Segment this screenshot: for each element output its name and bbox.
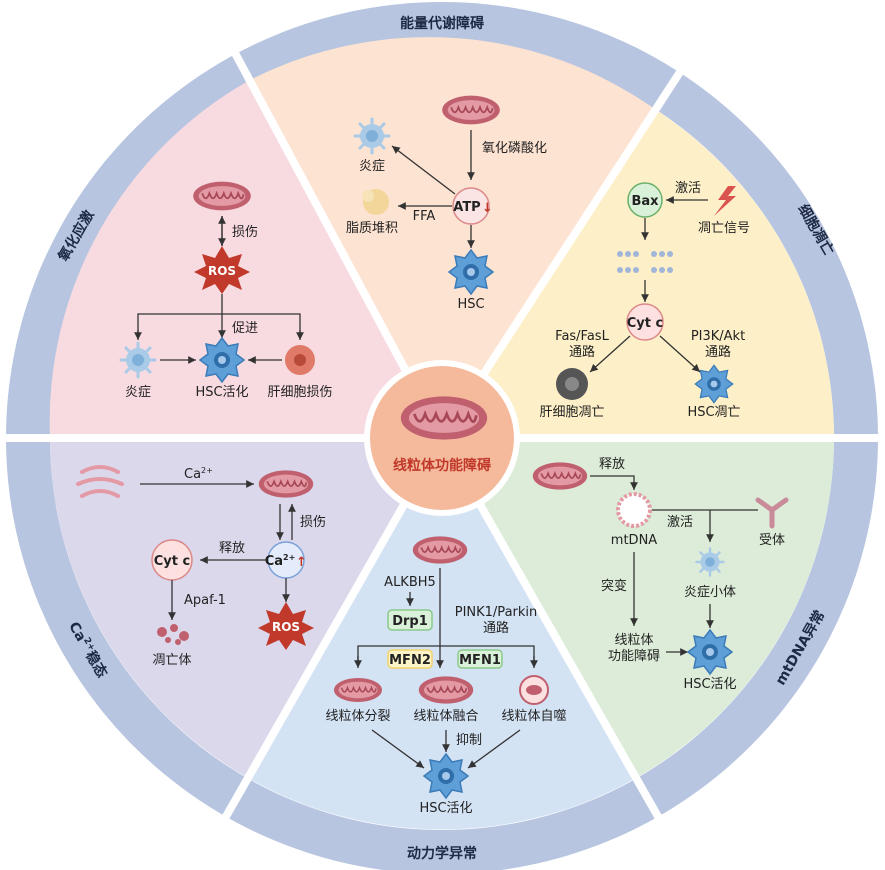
label-ffa: FFA [413, 209, 436, 224]
hsc-icon [694, 364, 734, 404]
hsc-icon [687, 629, 733, 675]
drp1-box [387, 609, 433, 631]
label-atp: ATP [453, 200, 480, 215]
sector-energy [250, 37, 656, 438]
receptor-icon [755, 497, 789, 529]
hsc-icon [423, 753, 469, 799]
label-ca-node: Ca2+ [265, 553, 296, 569]
mtdna-icon [616, 492, 652, 528]
mito-fission-icon [333, 677, 383, 703]
label-damage: 损伤 [300, 515, 326, 530]
membrane-icon [617, 251, 673, 273]
label-pink-1: PINK1/Parkin [455, 605, 538, 620]
label-receptor: 受体 [759, 533, 785, 548]
label-hep-damage: 肝细胞损伤 [267, 385, 332, 400]
cytc-node [626, 303, 664, 341]
label-fission: 线粒体分裂 [325, 709, 390, 724]
center-mito-icon [399, 395, 489, 441]
sector-mtdna [442, 438, 834, 778]
inflammation-icon [353, 117, 391, 155]
label-damage: 损伤 [232, 225, 258, 240]
apoptosis-panel: Bax 激活 凋亡信号 Cyt c Fas/FasL 通路 PI3K/Akt 通… [539, 181, 750, 420]
mito-icon [441, 94, 501, 126]
energy-panel: 氧化磷酸化 ATP ↓ 炎症 脂质堆积 FFA HSC [346, 94, 547, 312]
label-release: 释放 [219, 541, 245, 556]
mtdna-panel: 释放 mtDNA 激活 受体 炎症小体 突变 线粒体 功能障碍 HSC活化 [531, 457, 789, 692]
label-autophagy: 线粒体自噬 [501, 709, 566, 724]
mfn1-box [457, 649, 503, 669]
label-hsc-apop: HSC凋亡 [687, 405, 740, 420]
label-ros: ROS [208, 264, 236, 278]
label-activate: 激活 [667, 515, 693, 530]
label-cytc: Cyt c [154, 554, 190, 569]
inflammasome-icon [695, 547, 725, 577]
label-bax: Bax [631, 194, 659, 209]
label-pi3k-2: 通路 [705, 344, 731, 360]
label-drp1: Drp1 [392, 614, 428, 629]
label-mfn1: MFN1 [459, 653, 501, 668]
label-hsc-act: HSC活化 [195, 385, 248, 400]
label-fas-1: Fas/FasL [555, 329, 609, 344]
label-fusion: 线粒体融合 [413, 709, 478, 724]
lightning-icon [714, 186, 736, 216]
label-ros: ROS [272, 620, 300, 634]
oxidative-panel: 损伤 ROS 促进 炎症 HSC活化 肝细胞损伤 [119, 180, 333, 400]
atp-node [452, 187, 490, 225]
sector-dynamics [248, 438, 636, 830]
sector-apoptosis [442, 110, 834, 438]
mito-icon [257, 469, 315, 499]
label-hsc-act: HSC活化 [683, 677, 736, 692]
label-mfn2: MFN2 [389, 653, 431, 668]
dynamics-panel: ALKBH5 Drp1 PINK1/Parkin 通路 MFN2 MFN1 线粒… [325, 535, 567, 816]
center-title: 线粒体功能障碍 [393, 457, 491, 474]
label-cytc: Cyt c [627, 316, 663, 331]
mito-icon [192, 180, 252, 212]
label-release: 释放 [599, 457, 625, 472]
label-mtdna: mtDNA [611, 533, 657, 548]
label-hep-apop: 肝细胞凋亡 [539, 405, 604, 420]
label-inflammation: 炎症 [125, 385, 151, 400]
label-inflammasome: 炎症小体 [684, 585, 736, 600]
label-oxphos: 氧化磷酸化 [482, 141, 547, 156]
inflammation-icon [119, 341, 157, 379]
mito-fusion-icon [417, 675, 475, 705]
ring-title-dynamics: 动力学异常 [407, 845, 477, 862]
apoptosome-icon [157, 624, 189, 645]
label-activate: 激活 [675, 181, 701, 196]
hsc-icon [199, 337, 245, 383]
label-hsc: HSC [457, 297, 484, 312]
calcium-panel: Ca2+ 损伤 Ca2+ ↑ 释放 Cyt c Apaf-1 凋亡体 ROS [76, 465, 326, 668]
label-dysfunc-2: 功能障碍 [608, 649, 660, 664]
label-fas-2: 通路 [569, 344, 595, 360]
label-inhibit: 抑制 [456, 733, 482, 748]
label-dysfunc-1: 线粒体 [614, 633, 653, 648]
label-hsc-act: HSC活化 [419, 801, 472, 816]
mito-icon [531, 461, 589, 491]
sector-calcium [50, 438, 442, 778]
label-pink-2: 通路 [483, 620, 509, 636]
ring-title-energy: 能量代谢障碍 [400, 15, 484, 32]
label-alkbh5: ALKBH5 [384, 575, 436, 590]
label-apaf: Apaf-1 [184, 593, 226, 608]
up-arrow-icon: ↑ [296, 555, 307, 570]
mfn2-box [387, 649, 433, 669]
mito-icon [411, 535, 469, 565]
er-icon [76, 465, 124, 498]
label-pi3k-1: PI3K/Akt [691, 329, 745, 344]
label-promote: 促进 [232, 321, 258, 336]
label-fat: 脂质堆积 [346, 221, 398, 236]
label-mutation: 突变 [601, 578, 627, 594]
label-ca: Ca2+ [184, 466, 213, 482]
bax-node [627, 182, 663, 218]
hsc-icon [448, 249, 494, 295]
label-inflammation: 炎症 [359, 159, 385, 174]
label-apoptosome: 凋亡体 [152, 653, 191, 668]
label-signal: 凋亡信号 [698, 221, 750, 236]
down-arrow-icon: ↓ [482, 201, 493, 216]
